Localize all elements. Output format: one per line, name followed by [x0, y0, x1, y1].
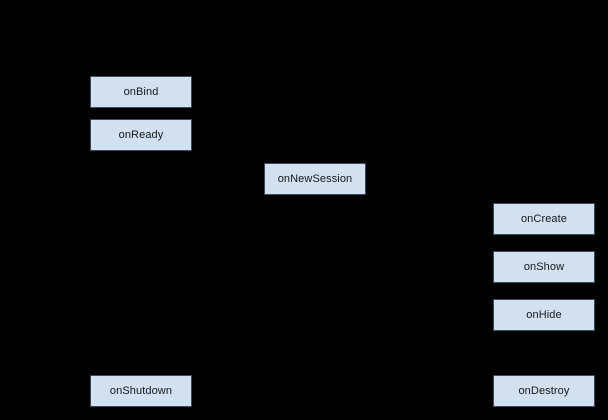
node-onnewsession[interactable]: onNewSession [264, 163, 366, 195]
node-ondestroy[interactable]: onDestroy [493, 375, 595, 407]
node-oncreate-label: onCreate [520, 212, 568, 225]
node-onbind[interactable]: onBind [90, 76, 192, 108]
node-onhide[interactable]: onHide [493, 299, 595, 331]
node-onshutdown-label: onShutdown [109, 384, 173, 397]
node-onready-label: onReady [118, 128, 164, 141]
node-onready[interactable]: onReady [90, 119, 192, 151]
node-oncreate[interactable]: onCreate [493, 203, 595, 235]
node-onshow-label: onShow [523, 260, 565, 273]
node-onshutdown[interactable]: onShutdown [90, 375, 192, 407]
node-onbind-label: onBind [123, 85, 159, 98]
node-ondestroy-label: onDestroy [518, 384, 570, 397]
edge-onready-onnewsession [140, 151, 264, 180]
node-onhide-label: onHide [526, 308, 562, 321]
node-onnewsession-label: onNewSession [277, 172, 353, 185]
edge-onnewsession-oncreate [366, 178, 494, 219]
node-onshow[interactable]: onShow [493, 251, 595, 283]
